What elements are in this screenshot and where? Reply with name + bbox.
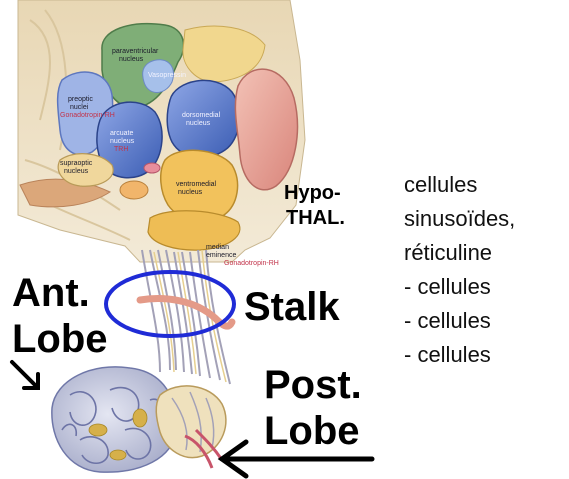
- preoptic-label-1: preoptic: [68, 96, 93, 104]
- right-notes: cellules sinusoïdes, réticuline - cellul…: [404, 168, 515, 372]
- posterior-lobe-label-2: Lobe: [264, 410, 360, 452]
- supraoptic-label-1: supraoptic: [60, 160, 92, 168]
- note-line-6: - cellules: [404, 338, 515, 372]
- preoptic-hormone: Gonadotropin-RH: [60, 112, 115, 120]
- ventromedial-label-1: ventromedial: [176, 181, 216, 189]
- hypothalamus-label-2: THAL.: [286, 206, 345, 230]
- posterior-lobe-label-1: Post.: [264, 364, 362, 406]
- supraoptic-label-2: nucleus: [64, 168, 88, 176]
- median-eminence-hormone: Gonadotropin-RH: [224, 260, 279, 268]
- anterior-lobe-arrow: [12, 362, 38, 388]
- paraventricular-hormone: Vasopressin: [148, 72, 186, 80]
- ventromedial-label-2: nucleus: [178, 189, 202, 197]
- stalk-highlight-ellipse: [106, 272, 234, 336]
- median-eminence-label-1: median: [206, 244, 229, 252]
- note-line-5: - cellules: [404, 304, 515, 338]
- arcuate-hormone: TRH: [114, 146, 128, 154]
- median-eminence-label-2: eminence: [206, 252, 236, 260]
- arcuate-label-2: nucleus: [110, 138, 134, 146]
- paraventricular-label-1: paraventricular: [112, 48, 158, 56]
- note-line-3: réticuline: [404, 236, 515, 270]
- pink-mammillary-shape: [235, 69, 297, 190]
- note-line-4: - cellules: [404, 270, 515, 304]
- note-line-2: sinusoïdes,: [404, 202, 515, 236]
- stalk-label: Stalk: [244, 286, 340, 328]
- anterior-lobe-label-2: Lobe: [12, 318, 108, 360]
- hypothalamus-label-1: Hypo-: [284, 181, 341, 205]
- note-line-1: cellules: [404, 168, 515, 202]
- dorsomedial-label-1: dorsomedial: [182, 112, 220, 120]
- anterior-lobe-label-1: Ant.: [12, 272, 90, 314]
- preoptic-label-2: nuclei: [70, 104, 88, 112]
- paraventricular-label-2: nucleus: [119, 56, 143, 64]
- arcuate-label-1: arcuate: [110, 130, 133, 138]
- dorsomedial-label-2: nucleus: [186, 120, 210, 128]
